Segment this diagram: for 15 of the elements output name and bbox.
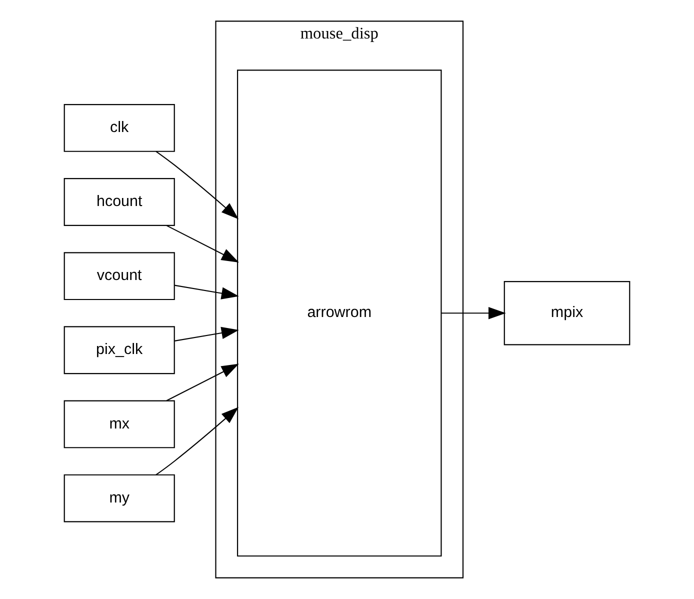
arrow bbox=[441, 307, 506, 320]
node-box: vcount bbox=[64, 252, 175, 300]
arrow bbox=[166, 364, 239, 402]
node-box: clk bbox=[64, 104, 175, 152]
arrow bbox=[166, 225, 239, 262]
arrow bbox=[156, 150, 239, 220]
node-box: pix_clk bbox=[64, 326, 175, 374]
node-box: arrowrom bbox=[237, 70, 442, 557]
node-box: mx bbox=[64, 400, 175, 448]
node-box: mpix bbox=[504, 280, 630, 346]
arrow bbox=[174, 284, 239, 300]
arrow bbox=[174, 326, 239, 342]
arrow bbox=[156, 407, 239, 476]
node-box: hcount bbox=[64, 178, 175, 226]
node-box: my bbox=[64, 474, 175, 522]
